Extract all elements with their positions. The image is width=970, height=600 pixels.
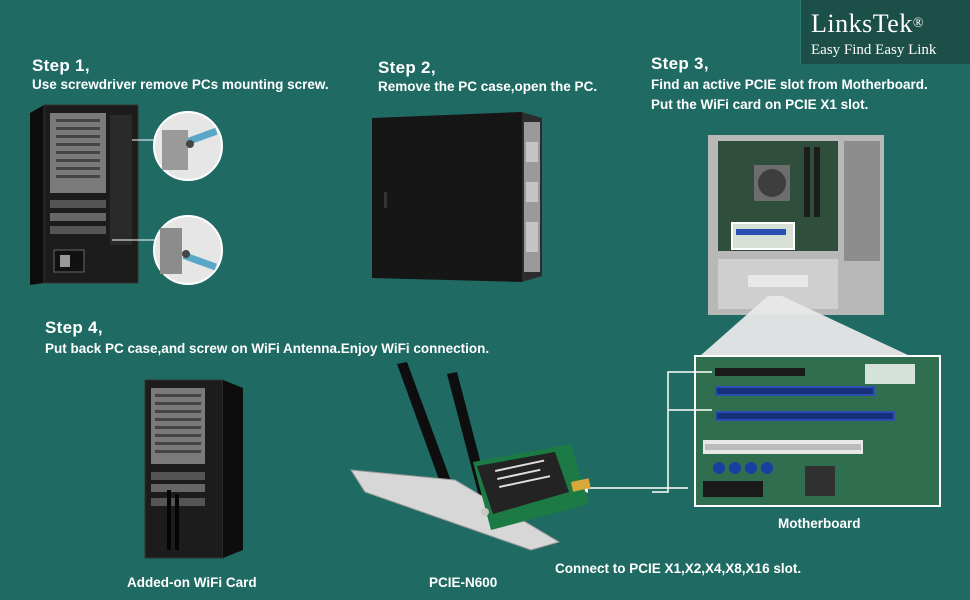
- screw-callout-bottom: [112, 215, 223, 285]
- connect-arrow: [578, 483, 688, 493]
- step3-description-line1: Find an active PCIE slot from Motherboar…: [651, 77, 928, 92]
- motherboard-photo: [694, 355, 941, 507]
- pc-with-wifi-card-illustration: [144, 379, 243, 559]
- step3-title: Step 3,: [651, 54, 709, 73]
- step4-description: Put back PC case,and screw on WiFi Anten…: [45, 341, 490, 356]
- antenna-left: [397, 362, 455, 496]
- pc-interior-illustration: [708, 135, 884, 315]
- step4-title: Step 4,: [45, 318, 103, 337]
- pc-rear-illustration: [30, 104, 139, 285]
- zoom-indicator: [700, 296, 910, 356]
- motherboard-caption: Motherboard: [778, 516, 861, 531]
- screw-callout-top: [132, 111, 223, 181]
- brand-name: LinksTek: [811, 9, 913, 38]
- pc-case-side-illustration: [372, 112, 542, 282]
- step2-description: Remove the PC case,open the PC.: [378, 79, 598, 94]
- product-caption: PCIE-N600: [429, 575, 498, 590]
- step1-title: Step 1,: [32, 56, 90, 75]
- step2-title: Step 2,: [378, 58, 436, 77]
- step3-description-line2: Put the WiFi card on PCIE X1 slot.: [651, 97, 869, 112]
- brand-slogan: Easy Find Easy Link: [811, 42, 937, 58]
- pcie-callout-lines: [652, 371, 712, 493]
- step1-description: Use screwdriver remove PCs mounting scre…: [32, 77, 329, 92]
- wifi-card-product-illustration: [350, 362, 591, 551]
- added-card-caption: Added-on WiFi Card: [127, 575, 257, 590]
- registered-mark: ®: [912, 16, 924, 31]
- connect-caption: Connect to PCIE X1,X2,X4,X8,X16 slot.: [555, 561, 802, 576]
- brand-logo: LinksTek® Easy Find Easy Link: [800, 0, 970, 64]
